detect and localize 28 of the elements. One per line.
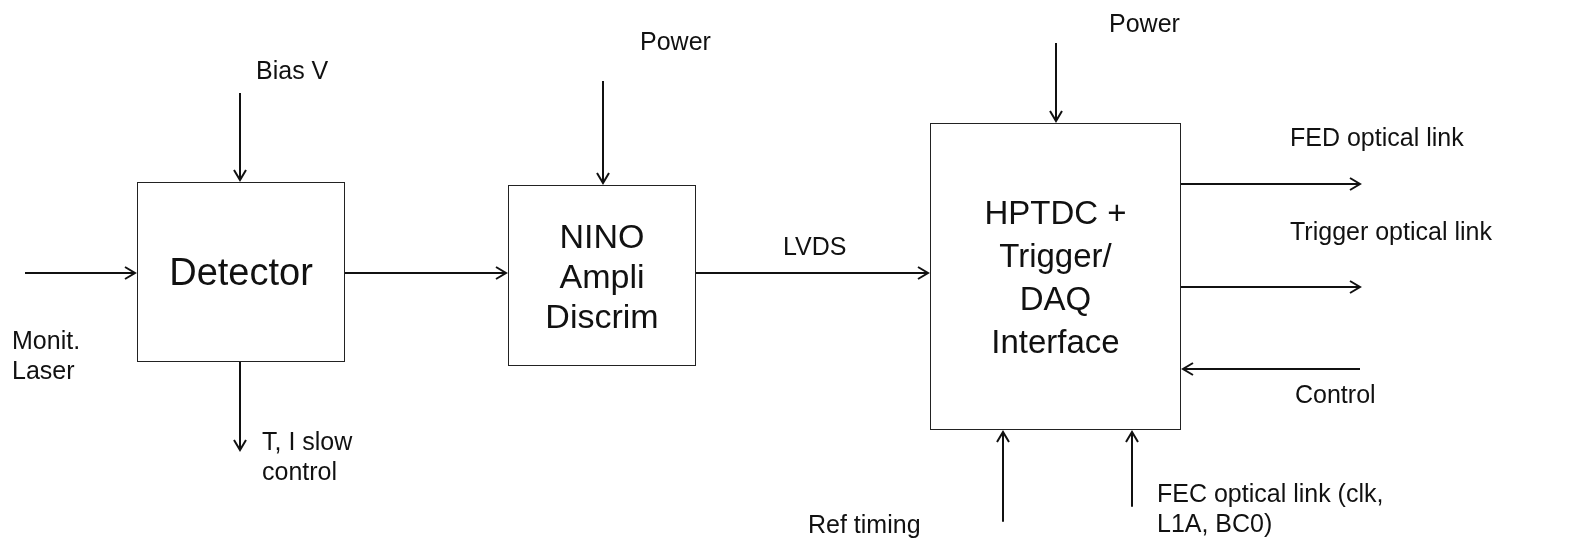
signal-label: Control	[1295, 379, 1377, 409]
arrow	[1125, 431, 1139, 508]
arrow	[1182, 362, 1361, 376]
block-title: Detector	[169, 250, 313, 294]
arrow	[233, 361, 247, 451]
arrow	[344, 266, 507, 280]
arrow	[695, 266, 929, 280]
arrow	[1180, 280, 1361, 294]
signal-label: Power	[1108, 8, 1181, 38]
signal-label: FEC optical link (clk, L1A, BC0)	[1156, 478, 1385, 538]
arrow	[596, 80, 610, 184]
signal-label: Bias V	[255, 55, 330, 85]
block-title: NINO Ampli Discrim	[544, 215, 660, 336]
block-title: HPTDC + Trigger/ DAQ Interface	[983, 192, 1128, 362]
signal-label: Ref timing	[808, 509, 922, 539]
arrow	[1180, 177, 1361, 191]
arrow	[24, 266, 136, 280]
arrow	[233, 92, 247, 181]
signal-label: Monit. Laser	[12, 325, 82, 385]
block-box	[930, 123, 1181, 430]
arrow	[996, 431, 1010, 523]
block-box	[137, 182, 345, 362]
block-box	[508, 185, 696, 366]
signal-label: Power	[639, 26, 712, 56]
signal-label: T, I slow control	[261, 426, 354, 486]
arrow	[1049, 42, 1063, 122]
signal-label: FED optical link	[1290, 122, 1465, 152]
signal-label: Trigger optical link	[1290, 216, 1493, 246]
